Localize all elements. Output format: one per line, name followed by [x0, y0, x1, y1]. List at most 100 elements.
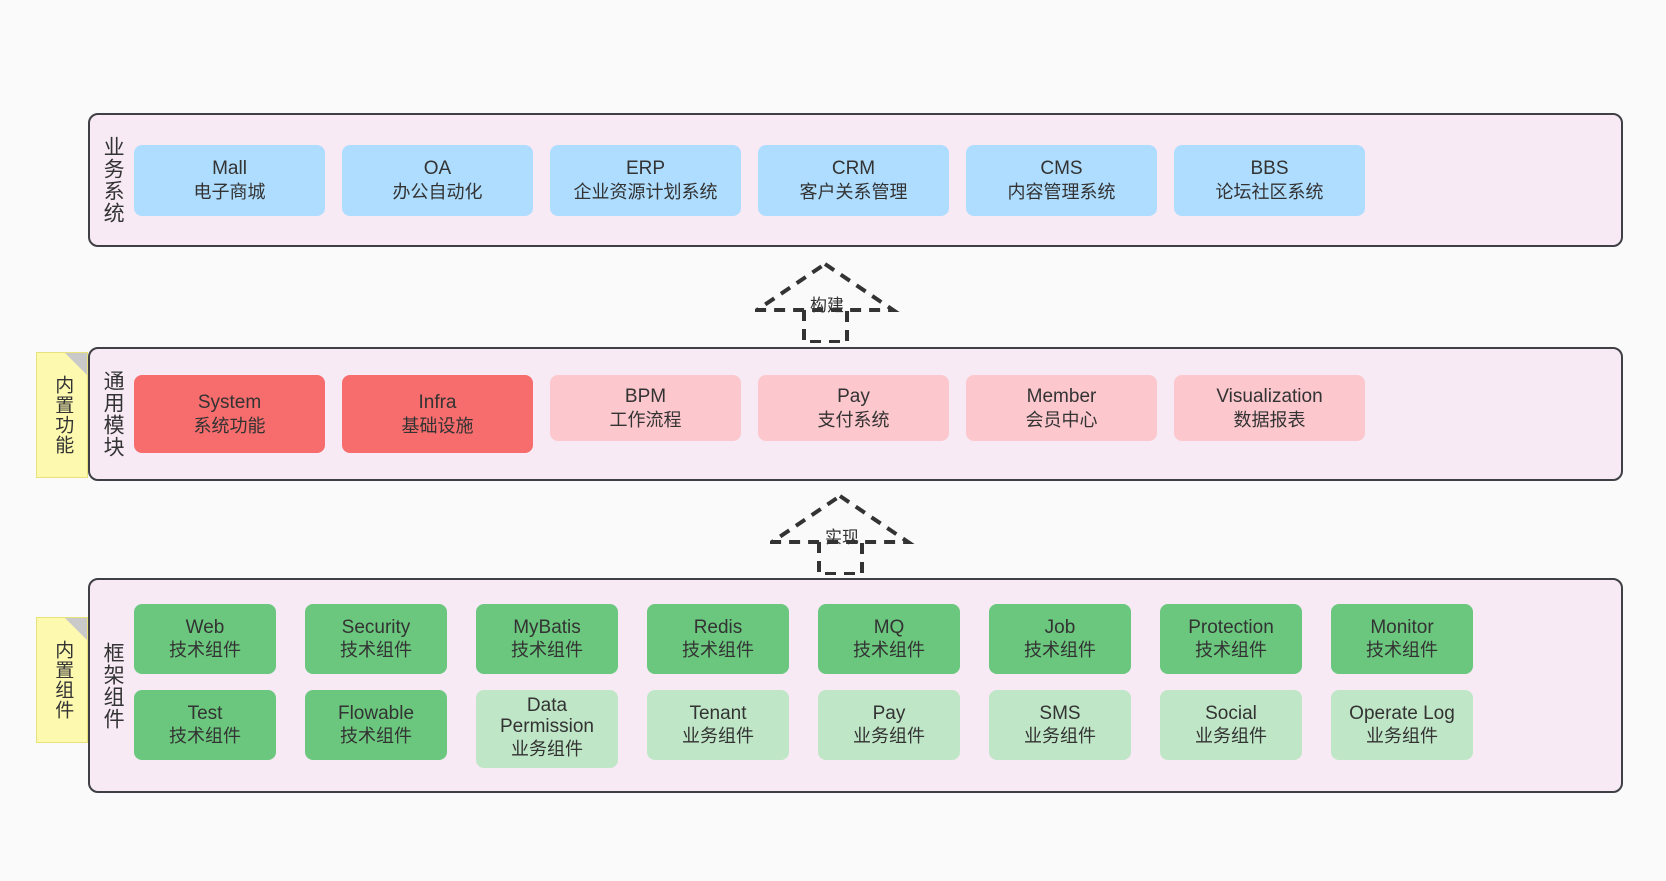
card-title-cn: 技术组件	[169, 726, 241, 747]
card-title-en: Protection	[1188, 616, 1274, 638]
card-data-permission[interactable]: Data Permission 业务组件	[476, 689, 618, 768]
card-member[interactable]: Member 会员中心	[966, 375, 1157, 441]
card-mq[interactable]: MQ 技术组件	[818, 603, 960, 674]
card-title-cn: 技术组件	[340, 640, 412, 661]
card-title-cn: 办公自动化	[392, 181, 483, 202]
card-title-en: MyBatis	[513, 616, 581, 638]
card-title-cn: 技术组件	[340, 726, 412, 747]
card-title-en: CMS	[1040, 158, 1083, 180]
card-title-en: System	[197, 392, 262, 414]
layer-body-business-system: Mall 电子商城 OA 办公自动化 ERP 企业资源计划系统 CRM 客户关系…	[134, 115, 1621, 245]
layer-common-module: 通用模块 System 系统功能 Infra 基础设施 BPM 工作流程 Pay	[88, 347, 1623, 481]
card-tenant[interactable]: Tenant 业务组件	[647, 689, 789, 760]
card-web[interactable]: Web 技术组件	[134, 603, 276, 674]
card-row: Test 技术组件 Flowable 技术组件 Data Permission …	[134, 689, 1607, 768]
card-sms[interactable]: SMS 业务组件	[989, 689, 1131, 760]
card-title-en: MQ	[873, 616, 905, 638]
card-system[interactable]: System 系统功能	[134, 375, 325, 453]
card-title-cn: 数据报表	[1233, 409, 1306, 430]
card-title-en: Operate Log	[1349, 702, 1455, 724]
card-title-en: Mall	[212, 158, 247, 180]
layer-caption-business-system: 业务系统	[101, 136, 125, 224]
card-title-en: CRM	[831, 158, 876, 180]
card-title-en: Test	[187, 702, 223, 724]
card-row: System 系统功能 Infra 基础设施 BPM 工作流程 Pay 支付系统…	[134, 375, 1607, 453]
card-title-cn: 客户关系管理	[799, 181, 908, 202]
card-title-en: SMS	[1039, 702, 1081, 724]
card-mall[interactable]: Mall 电子商城	[134, 144, 325, 216]
card-social[interactable]: Social 业务组件	[1160, 689, 1302, 760]
card-title-cn: 技术组件	[1195, 640, 1267, 661]
card-test[interactable]: Test 技术组件	[134, 689, 276, 760]
note-fold-corner-icon	[65, 353, 87, 375]
card-title-en: Security	[341, 616, 411, 638]
card-security[interactable]: Security 技术组件	[305, 603, 447, 674]
card-protection[interactable]: Protection 技术组件	[1160, 603, 1302, 674]
card-title-en: Flowable	[337, 702, 415, 724]
card-title-en: Social	[1205, 702, 1257, 724]
note-builtin-function: 内置功能	[36, 352, 88, 478]
card-title-cn: 系统功能	[193, 415, 266, 436]
card-bpm[interactable]: BPM 工作流程	[550, 375, 741, 441]
card-title-cn: 技术组件	[511, 640, 583, 661]
card-oa[interactable]: OA 办公自动化	[342, 144, 533, 216]
card-row: Mall 电子商城 OA 办公自动化 ERP 企业资源计划系统 CRM 客户关系…	[134, 144, 1607, 216]
card-pay[interactable]: Pay 支付系统	[758, 375, 949, 441]
card-title-cn: 业务组件	[682, 726, 754, 747]
card-title-en: Web	[185, 616, 225, 638]
card-job[interactable]: Job 技术组件	[989, 603, 1131, 674]
card-infra[interactable]: Infra 基础设施	[342, 375, 533, 453]
card-title-cn: 支付系统	[817, 409, 890, 430]
card-title-cn: 技术组件	[169, 640, 241, 661]
card-title-cn: 基础设施	[401, 415, 474, 436]
connector-build: 构建	[755, 258, 905, 343]
card-title-cn: 业务组件	[1366, 726, 1438, 747]
card-mybatis[interactable]: MyBatis 技术组件	[476, 603, 618, 674]
card-title-en: ERP	[625, 158, 666, 180]
card-redis[interactable]: Redis 技术组件	[647, 603, 789, 674]
note-builtin-component: 内置组件	[36, 617, 88, 743]
card-title-en: Pay	[872, 702, 906, 724]
layer-caption-framework-component: 框架组件	[101, 641, 125, 730]
card-visualization[interactable]: Visualization 数据报表	[1174, 375, 1365, 441]
card-title-cn: 技术组件	[1366, 640, 1438, 661]
card-title-en: Visualization	[1216, 386, 1323, 408]
card-title-en: OA	[423, 158, 452, 180]
note-text: 内置组件	[52, 640, 74, 720]
card-title-en: Infra	[418, 392, 457, 414]
layer-body-common-module: System 系统功能 Infra 基础设施 BPM 工作流程 Pay 支付系统…	[134, 349, 1621, 479]
card-title-cn: 企业资源计划系统	[573, 181, 718, 202]
card-title-cn: 业务组件	[1195, 726, 1267, 747]
card-monitor[interactable]: Monitor 技术组件	[1331, 603, 1473, 674]
card-crm[interactable]: CRM 客户关系管理	[758, 144, 949, 216]
card-flowable[interactable]: Flowable 技术组件	[305, 689, 447, 760]
card-cms[interactable]: CMS 内容管理系统	[966, 144, 1157, 216]
card-bbs[interactable]: BBS 论坛社区系统	[1174, 144, 1365, 216]
connector-build-label: 构建	[810, 296, 844, 315]
card-title-cn: 内容管理系统	[1007, 181, 1116, 202]
card-title-en: Data Permission	[500, 695, 594, 738]
connector-implement-label: 实现	[825, 528, 859, 547]
card-title-en: Pay	[837, 386, 870, 408]
card-title-en: BPM	[624, 386, 667, 408]
card-title-cn: 技术组件	[682, 640, 754, 661]
card-operate-log[interactable]: Operate Log 业务组件	[1331, 689, 1473, 760]
card-title-cn: 业务组件	[1024, 726, 1096, 747]
note-fold-corner-icon	[65, 618, 87, 640]
card-title-cn: 业务组件	[511, 739, 583, 760]
card-erp[interactable]: ERP 企业资源计划系统	[550, 144, 741, 216]
card-pay-business[interactable]: Pay 业务组件	[818, 689, 960, 760]
card-title-cn: 会员中心	[1025, 409, 1098, 430]
layer-caption-common-module: 通用模块	[101, 370, 125, 458]
note-text: 内置功能	[52, 375, 74, 455]
card-title-en: Tenant	[689, 702, 747, 724]
layer-framework-component: 框架组件 Web 技术组件 Security 技术组件 MyBatis 技术组件…	[88, 578, 1623, 793]
card-title-cn: 工作流程	[609, 409, 682, 430]
card-title-en: Monitor	[1370, 616, 1434, 638]
card-title-cn: 论坛社区系统	[1215, 181, 1324, 202]
card-title-en: BBS	[1250, 158, 1289, 180]
card-row: Web 技术组件 Security 技术组件 MyBatis 技术组件 Redi…	[134, 603, 1607, 674]
card-title-cn: 电子商城	[193, 181, 266, 202]
card-title-en: Redis	[693, 616, 743, 638]
